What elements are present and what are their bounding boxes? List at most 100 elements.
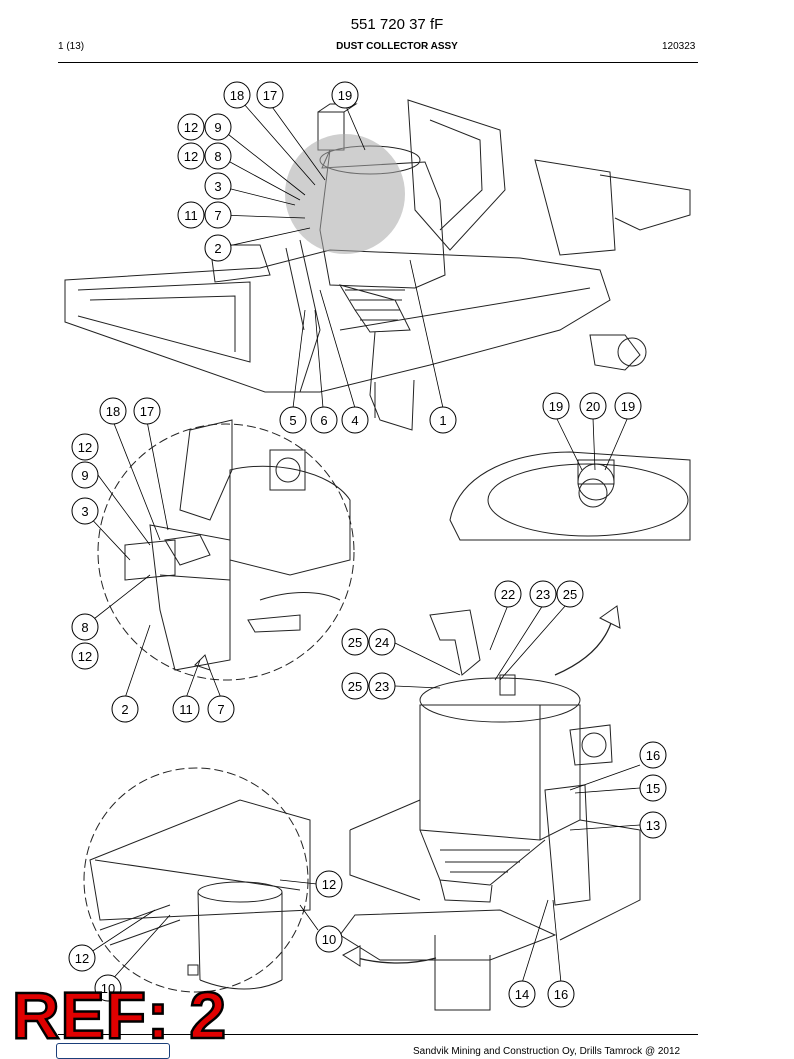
callout-25: 25 (556, 580, 584, 608)
svg-text:12: 12 (78, 649, 92, 664)
svg-text:20: 20 (586, 399, 600, 414)
callout-25: 25 (341, 672, 369, 700)
left-detail-view (97, 419, 355, 681)
svg-text:8: 8 (81, 620, 88, 635)
arrow-head-left (342, 945, 361, 967)
svg-text:18: 18 (230, 88, 244, 103)
svg-text:4: 4 (351, 413, 358, 428)
callout-7: 7 (204, 201, 232, 229)
svg-text:11: 11 (179, 702, 193, 717)
svg-text:16: 16 (554, 987, 568, 1002)
callout-12: 12 (71, 433, 99, 461)
svg-text:12: 12 (184, 149, 198, 164)
lower-detail-view (83, 767, 311, 993)
svg-text:24: 24 (375, 635, 389, 650)
svg-text:3: 3 (214, 179, 221, 194)
document-title: DUST COLLECTOR ASSY (336, 41, 458, 52)
footer-rule (58, 1034, 698, 1035)
callout-6: 6 (310, 406, 338, 434)
svg-text:10: 10 (322, 932, 336, 947)
callout-8: 8 (204, 142, 232, 170)
top-detail-view (449, 451, 691, 541)
svg-text:6: 6 (320, 413, 327, 428)
svg-text:12: 12 (184, 120, 198, 135)
svg-text:16: 16 (646, 748, 660, 763)
svg-text:19: 19 (549, 399, 563, 414)
svg-text:23: 23 (375, 679, 389, 694)
svg-text:13: 13 (646, 818, 660, 833)
callout-4: 4 (341, 406, 369, 434)
callout-20: 20 (579, 392, 607, 420)
callout-3: 3 (71, 497, 99, 525)
main-view-drawing (64, 99, 691, 431)
svg-text:10: 10 (101, 981, 115, 996)
callout-19: 19 (542, 392, 570, 420)
date-code: 120323 (662, 41, 696, 52)
installation-view (339, 609, 641, 1011)
callout-18: 18 (99, 397, 127, 425)
svg-text:7: 7 (214, 208, 221, 223)
arrow-head-up (599, 605, 621, 629)
callout-16: 16 (639, 741, 667, 769)
svg-text:5: 5 (289, 413, 296, 428)
rotation-arrow-up (554, 619, 613, 676)
svg-text:17: 17 (263, 88, 277, 103)
callout-10: 10 (94, 974, 122, 1002)
callout-17: 17 (256, 81, 284, 109)
svg-text:14: 14 (515, 987, 529, 1002)
reference-stamp: REF: 2 (11, 978, 228, 1052)
callout-22: 22 (494, 580, 522, 608)
callout-17: 17 (133, 397, 161, 425)
callout-8: 8 (71, 613, 99, 641)
svg-text:25: 25 (563, 587, 577, 602)
detail-highlight (285, 134, 405, 254)
callout-13: 13 (639, 811, 667, 839)
callout-19: 19 (614, 392, 642, 420)
document-number: 551 720 37 fF (350, 16, 444, 33)
callout-11: 11 (177, 201, 205, 229)
callout-12: 12 (68, 944, 96, 972)
callout-23: 23 (529, 580, 557, 608)
svg-text:23: 23 (536, 587, 550, 602)
svg-text:17: 17 (140, 404, 154, 419)
callout-16: 16 (547, 980, 575, 1008)
callout-25: 25 (341, 628, 369, 656)
callout-11: 11 (172, 695, 200, 723)
callout-23: 23 (368, 672, 396, 700)
svg-text:2: 2 (214, 241, 221, 256)
callout-12: 12 (315, 870, 343, 898)
callout-18: 18 (223, 81, 251, 109)
svg-text:19: 19 (621, 399, 635, 414)
callout-10: 10 (315, 925, 343, 953)
callout-14: 14 (508, 980, 536, 1008)
callout-1: 1 (429, 406, 457, 434)
svg-text:19: 19 (338, 88, 352, 103)
svg-text:22: 22 (501, 587, 515, 602)
callout-19: 19 (331, 81, 359, 109)
svg-text:15: 15 (646, 781, 660, 796)
callout-3: 3 (204, 172, 232, 200)
callout-2: 2 (111, 695, 139, 723)
svg-text:9: 9 (81, 468, 88, 483)
svg-text:1: 1 (439, 413, 446, 428)
svg-text:25: 25 (348, 635, 362, 650)
svg-text:2: 2 (121, 702, 128, 717)
callout-24: 24 (368, 628, 396, 656)
callout-9: 9 (204, 113, 232, 141)
leader-lines (81, 103, 641, 984)
callout-9: 9 (71, 461, 99, 489)
svg-text:11: 11 (184, 208, 198, 223)
svg-text:9: 9 (214, 120, 221, 135)
header-rule (58, 62, 698, 63)
callout-12: 12 (177, 113, 205, 141)
svg-text:8: 8 (214, 149, 221, 164)
svg-text:12: 12 (75, 951, 89, 966)
svg-text:3: 3 (81, 504, 88, 519)
callout-12: 12 (71, 642, 99, 670)
page-indicator: 1 (13) (58, 41, 85, 52)
callout-15: 15 (639, 774, 667, 802)
callout-7: 7 (207, 695, 235, 723)
svg-text:7: 7 (217, 702, 224, 717)
callout-5: 5 (279, 406, 307, 434)
